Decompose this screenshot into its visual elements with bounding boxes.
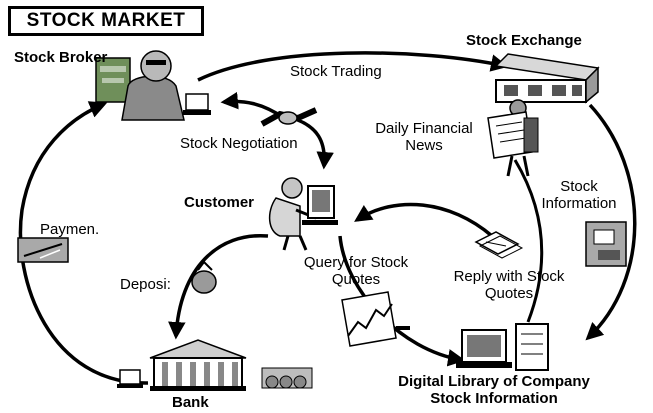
handshake-icon [260, 107, 318, 127]
edge-reply: Reply with Stock Quotes [444, 268, 574, 302]
exchange-building-icon [494, 53, 600, 104]
node-digital-library: Digital Library of Company Stock Informa… [378, 373, 610, 407]
floppy-disk-icon [585, 221, 627, 267]
broker-icon [95, 50, 211, 121]
money-bag-icon [191, 260, 217, 294]
bank-building-icon [117, 339, 313, 391]
customer-computer-icon [268, 177, 338, 251]
edge-stock-information-line2: Information [541, 195, 617, 212]
paper-stack-icon [474, 231, 524, 259]
edge-stock-information: Stock Information [532, 178, 626, 212]
edge-reply-line2: Quotes [484, 285, 534, 302]
edge-stock-trading: Stock Trading [290, 63, 382, 80]
edge-reply-line1: Reply with Stock [453, 268, 565, 285]
edge-deposit: Deposi: [120, 276, 171, 293]
edge-query-line1: Query for Stock [303, 254, 409, 271]
stock-chart-icon [341, 291, 410, 347]
arrow-reply [354, 202, 494, 238]
node-stock-broker: Stock Broker [14, 49, 108, 66]
arrow-stock-trading [197, 51, 509, 82]
edge-query: Query for Stock Quotes [294, 254, 418, 288]
newspaper-reader-icon [487, 99, 539, 177]
payment-check-icon [17, 237, 69, 263]
edge-stock-negotiation: Stock Negotiation [180, 135, 298, 152]
node-bank: Bank [172, 394, 209, 411]
edge-query-line2: Quotes [331, 271, 381, 288]
edge-daily-news: Daily Financial News [362, 120, 486, 154]
edge-payment: Paymen. [40, 221, 100, 238]
node-stock-exchange: Stock Exchange [466, 32, 582, 49]
arrow-exchange-to-library [585, 103, 637, 341]
node-customer: Customer [184, 194, 255, 211]
library-computer-icon [456, 323, 549, 371]
diagram-title: STOCK MARKET [8, 6, 204, 36]
arrow-deposit [168, 234, 269, 340]
arrow-news-to-library [513, 159, 544, 323]
node-digital-library-line1: Digital Library of Company [398, 373, 590, 390]
arrow-payment [18, 101, 149, 385]
edge-daily-news-line1: Daily Financial [375, 120, 473, 137]
node-digital-library-line2: Stock Information [430, 390, 558, 407]
edge-daily-news-line2: News [405, 137, 443, 154]
edge-stock-information-line1: Stock [560, 178, 598, 195]
